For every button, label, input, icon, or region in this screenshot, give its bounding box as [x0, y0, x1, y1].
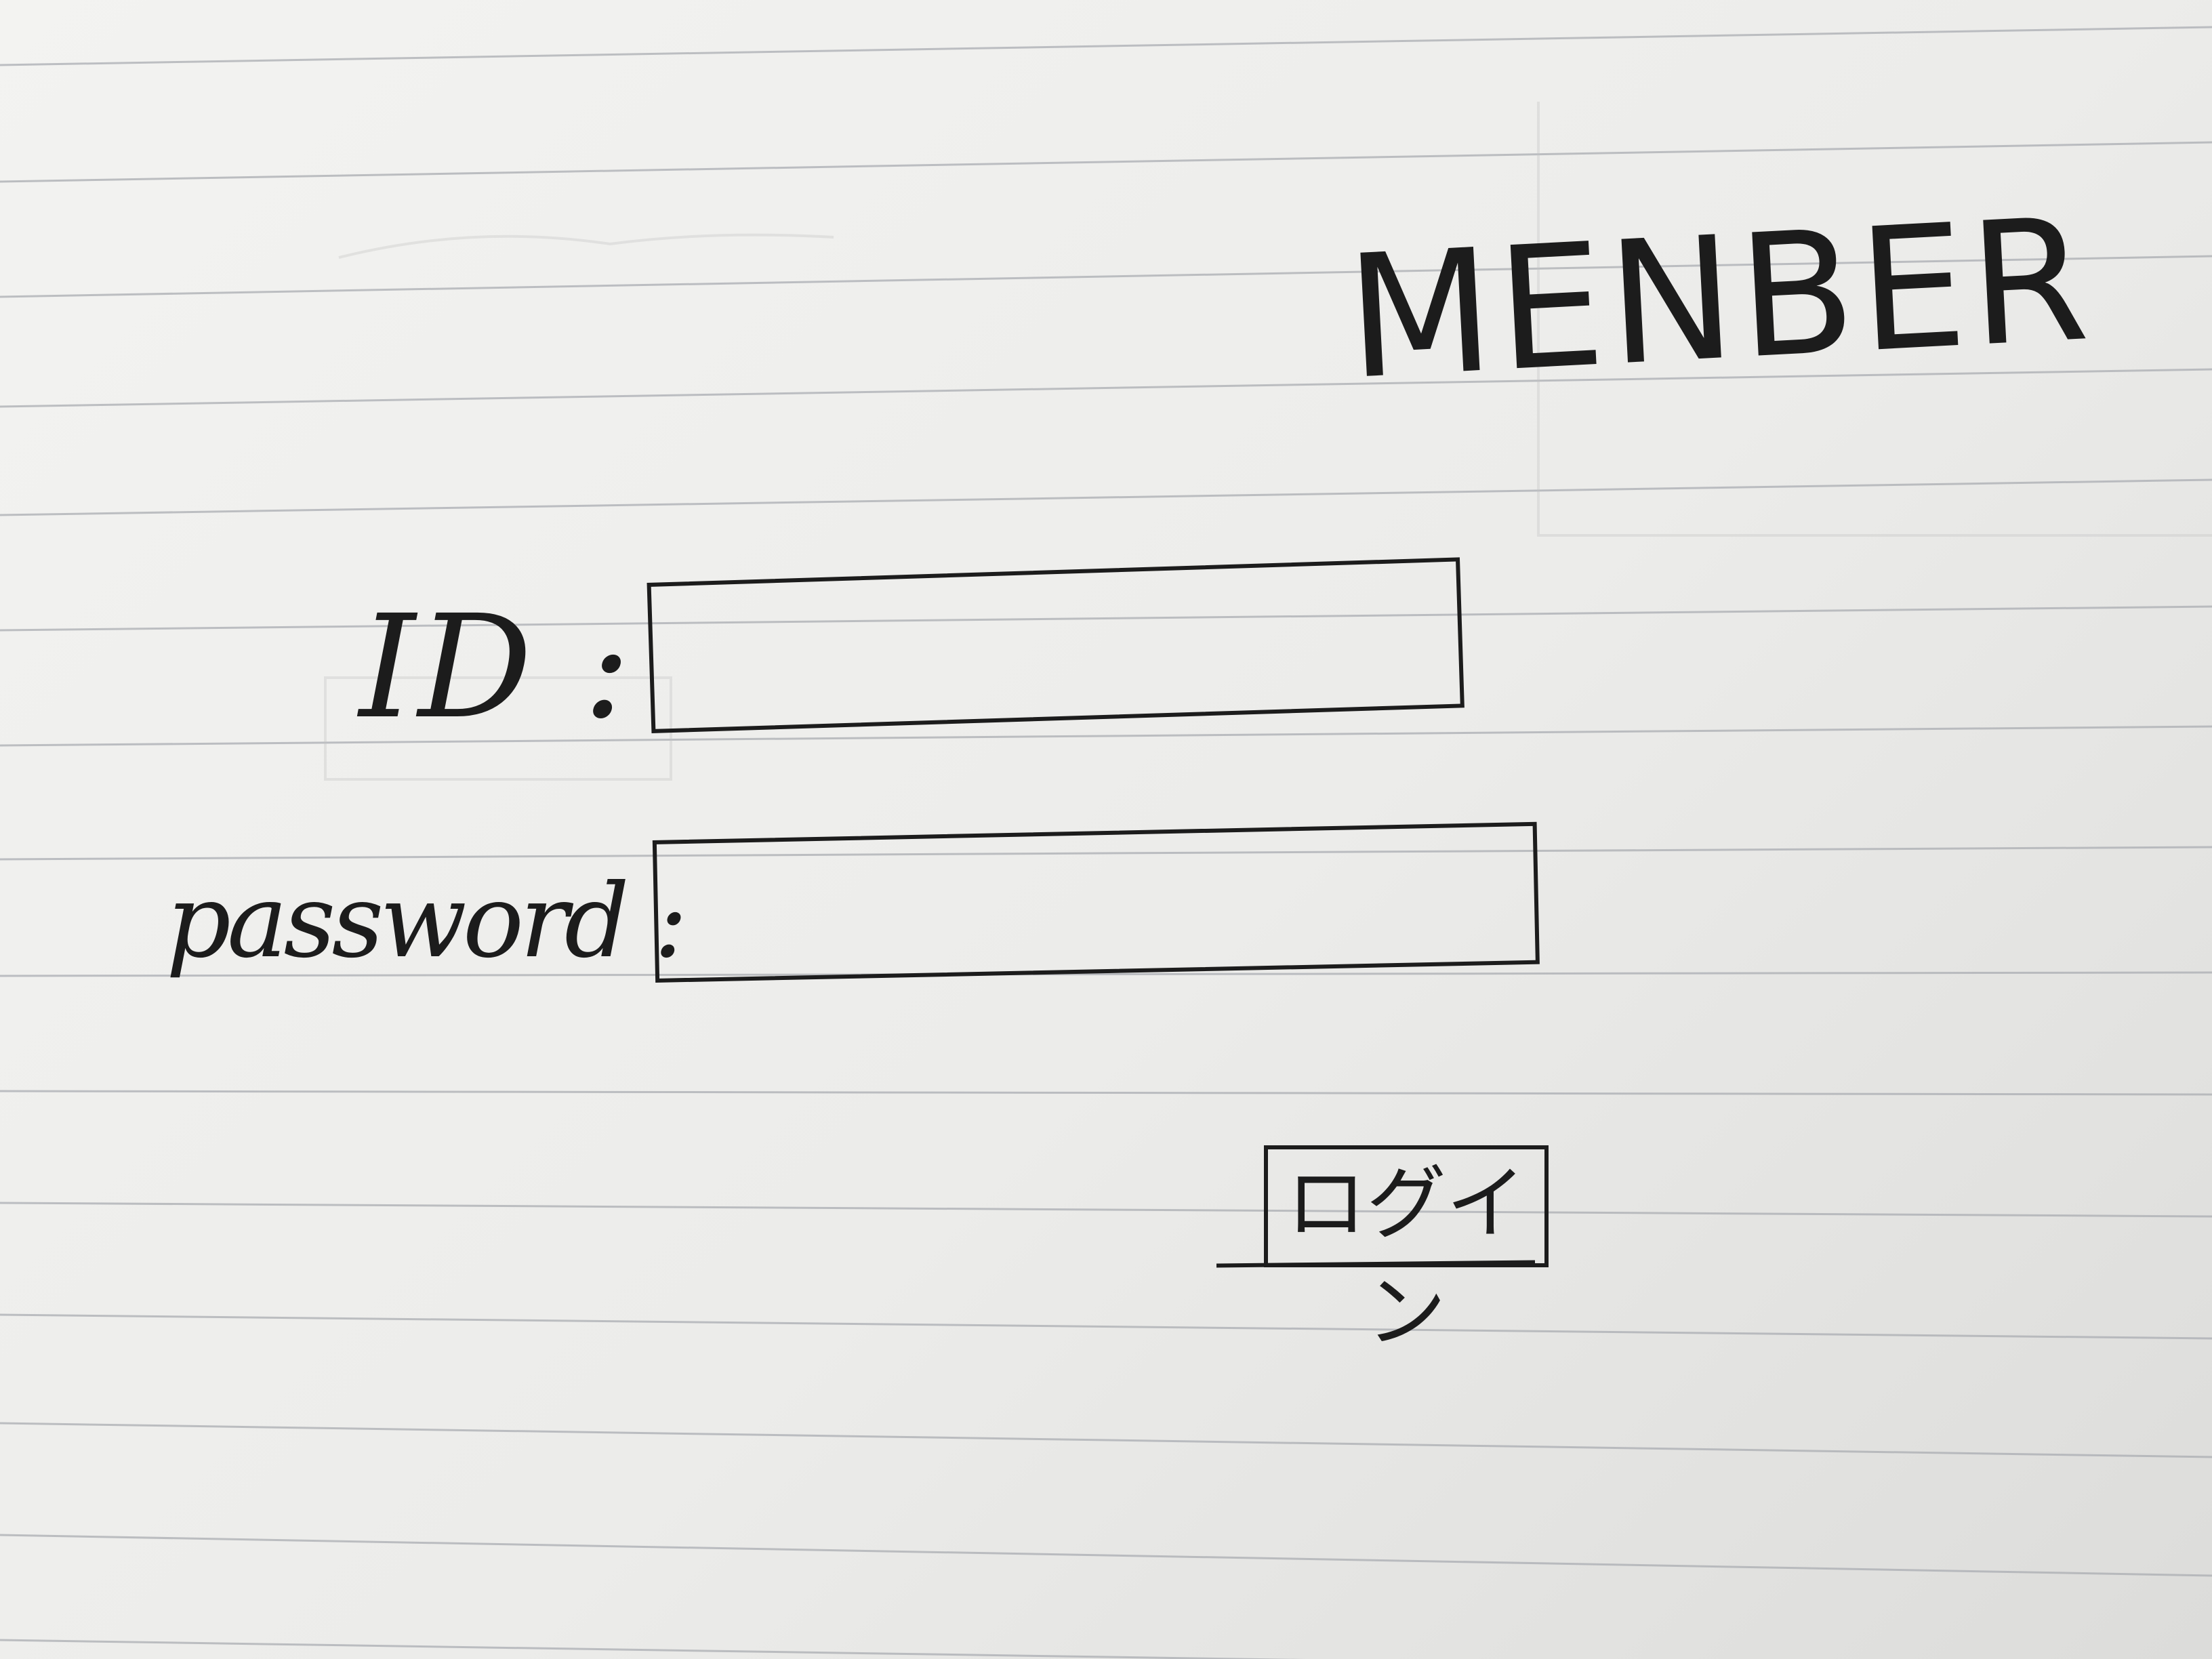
page-title: MENBER — [1342, 180, 2097, 417]
show-through-marks — [324, 102, 2212, 781]
login-button[interactable]: ログイン — [1264, 1145, 1549, 1359]
id-label: ID : — [359, 584, 634, 750]
password-label: password : — [166, 863, 688, 981]
password-input[interactable] — [652, 821, 1540, 983]
id-input[interactable] — [647, 557, 1465, 733]
